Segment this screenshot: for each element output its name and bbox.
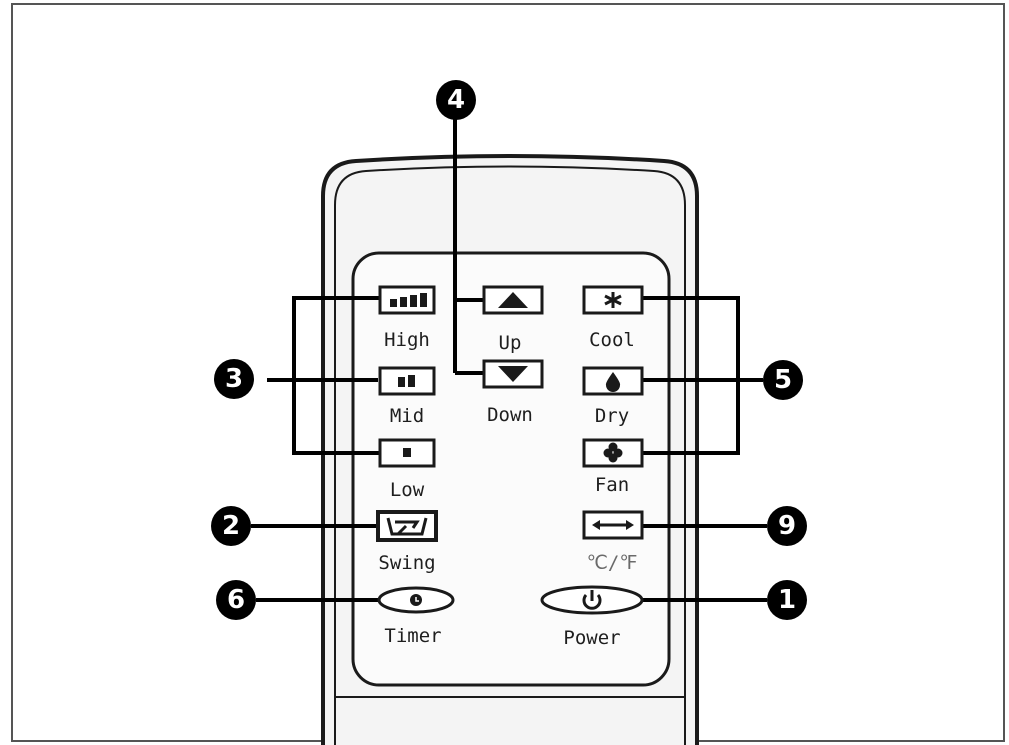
- callout-mode: 5: [763, 360, 803, 400]
- button-down[interactable]: [482, 359, 544, 389]
- button-panel: [351, 251, 671, 687]
- button-timer[interactable]: [377, 586, 455, 614]
- fan-icon: [603, 442, 623, 463]
- callout-temperature: 4: [436, 80, 476, 120]
- label-cool: Cool: [589, 329, 635, 351]
- label-temp-unit: ℃/℉: [586, 552, 638, 574]
- label-mid: Mid: [389, 405, 425, 427]
- label-power: Power: [563, 627, 621, 649]
- snowflake-icon: [604, 292, 622, 308]
- button-up[interactable]: [482, 285, 544, 315]
- double-arrow-icon: [592, 520, 634, 530]
- signal-bars-icon: [398, 375, 415, 387]
- label-fan: Fan: [594, 474, 630, 496]
- button-fan[interactable]: [582, 438, 644, 468]
- signal-bars-icon: [390, 293, 427, 307]
- label-down: Down: [487, 404, 533, 426]
- button-mid[interactable]: [378, 366, 436, 396]
- label-dry: Dry: [594, 405, 630, 427]
- button-power[interactable]: [540, 585, 644, 615]
- button-high[interactable]: [378, 285, 436, 315]
- button-cool[interactable]: [582, 285, 644, 315]
- button-dry[interactable]: [582, 366, 644, 396]
- leader-lines: [251, 118, 767, 602]
- swing-icon: [386, 517, 428, 536]
- droplet-icon: [605, 372, 621, 392]
- button-low[interactable]: [378, 438, 436, 468]
- button-temp-unit[interactable]: [582, 510, 644, 540]
- triangle-up-icon: [498, 292, 528, 308]
- callout-fan-speed: 3: [214, 359, 254, 399]
- clock-icon: [410, 594, 422, 606]
- callout-swing: 2: [211, 506, 251, 546]
- label-up: Up: [498, 332, 522, 354]
- callout-temp-unit: 9: [767, 506, 807, 546]
- callout-power: 1: [767, 580, 807, 620]
- power-icon: [582, 590, 602, 610]
- callout-timer: 6: [216, 580, 256, 620]
- signal-bar-icon: [403, 448, 411, 457]
- button-swing[interactable]: [376, 510, 438, 542]
- triangle-down-icon: [498, 366, 528, 382]
- label-timer: Timer: [384, 625, 442, 647]
- label-high: High: [384, 329, 430, 351]
- label-swing: Swing: [378, 552, 436, 574]
- label-low: Low: [389, 479, 425, 501]
